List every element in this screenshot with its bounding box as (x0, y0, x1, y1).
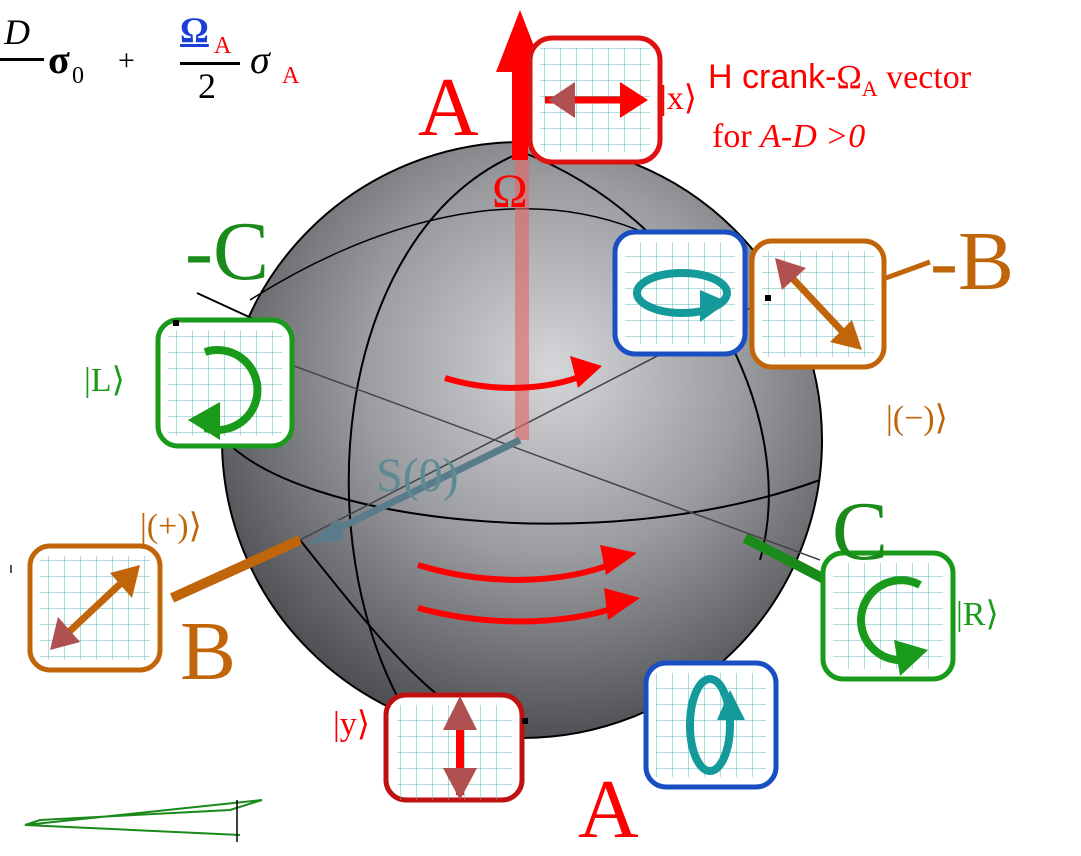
label-minus-B: -B (930, 220, 1014, 304)
polarization-box-blue-upper (615, 232, 745, 354)
annotation-line2: for A-D >0 (712, 120, 865, 154)
polarization-box-plus (30, 546, 160, 670)
hamiltonian-formula: D σ 0 + Ω A 2 σ A (0, 4, 330, 114)
ket-plus: |(+)⟩ (140, 510, 202, 544)
annotation-suffix: vector (878, 59, 971, 96)
annotation-for: for (712, 118, 760, 155)
polarization-box-minus (752, 241, 884, 367)
polarization-box-blue-lower (646, 663, 776, 787)
annotation-prefix: H crank- (708, 58, 836, 96)
polarization-box-x (530, 38, 660, 162)
label-A-bottom: A (578, 768, 639, 852)
annotation-condition: A-D >0 (760, 118, 865, 155)
annotation-omega-sub: A (862, 76, 878, 101)
omega-vector-shaft (512, 60, 528, 160)
label-S0: S(0) (376, 452, 459, 500)
formula-plus: + (118, 46, 135, 76)
ket-x: |x⟩ (660, 82, 697, 116)
formula-omega-sub: A (214, 34, 231, 58)
formula-sigma0-sub: 0 (72, 64, 84, 88)
polarization-box-L (158, 320, 292, 446)
label-B: B (180, 610, 236, 694)
polarization-box-y (386, 695, 522, 800)
formula-omega: Ω (180, 12, 209, 48)
formula-sigma0: σ (48, 40, 70, 80)
formula-sigmaA: σ (250, 40, 270, 80)
ket-L: |L⟩ (84, 364, 125, 398)
bottom-left-glyph (25, 800, 262, 835)
formula-2: 2 (198, 68, 216, 104)
ket-R: |R⟩ (956, 598, 999, 632)
formula-sigmaA-sub: A (282, 64, 299, 88)
annotation-line1: H crank-ΩA vector (708, 60, 971, 100)
formula-D: D (4, 14, 30, 50)
ket-minus: |(−)⟩ (886, 402, 948, 436)
label-minus-C: -C (185, 210, 269, 294)
label-omega: Ω (492, 168, 528, 216)
annotation-omega: Ω (836, 59, 861, 96)
label-C: C (832, 490, 888, 574)
ket-y: |y⟩ (333, 708, 370, 742)
label-A-top: A (418, 66, 479, 150)
